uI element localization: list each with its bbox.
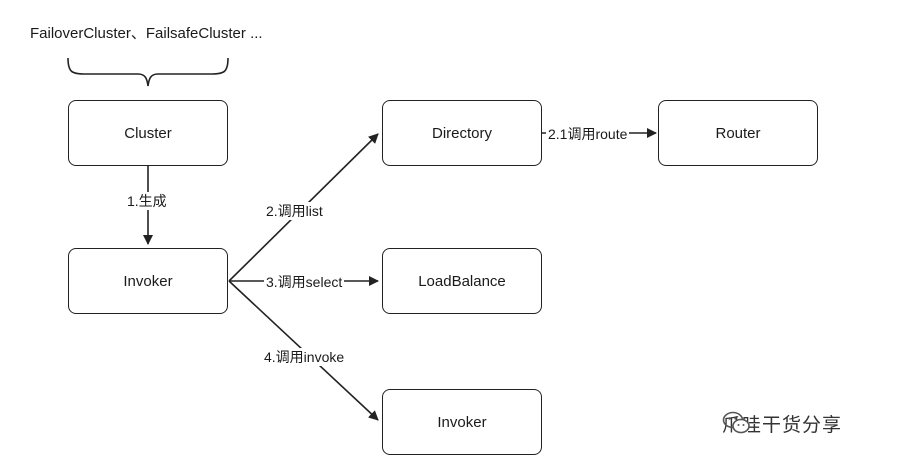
cluster-node-label: Cluster	[124, 124, 172, 142]
header-brace	[67, 57, 229, 87]
loadbalance-node: LoadBalance	[382, 248, 542, 314]
loadbalance-node-label: LoadBalance	[418, 272, 506, 290]
invoker-target-node: Invoker	[382, 389, 542, 455]
invoker-target-node-label: Invoker	[437, 413, 487, 431]
cluster-node: Cluster	[68, 100, 228, 166]
cluster-types-header: FailoverCluster、FailsafeCluster ...	[30, 25, 263, 42]
edge-label-call-invoke: 4.调用invoke	[262, 348, 347, 366]
edge-label-call-list: 2.调用list	[264, 202, 325, 220]
invoker-node-label: Invoker	[123, 272, 173, 290]
router-node-label: Router	[715, 124, 761, 142]
directory-node-label: Directory	[431, 124, 492, 142]
directory-node: Directory	[382, 100, 542, 166]
watermark-text: 爪哇干货分享	[722, 415, 843, 436]
invoker-node: Invoker	[68, 248, 228, 314]
edge-label-call-select: 3.调用select	[264, 273, 345, 291]
wechat-icon	[722, 411, 750, 434]
watermark: 爪哇干货分享	[722, 410, 842, 437]
router-node: Router	[658, 100, 818, 166]
edge-label-generate: 1.生成	[125, 192, 169, 210]
edge-label-call-route: 2.1调用route	[546, 125, 630, 143]
